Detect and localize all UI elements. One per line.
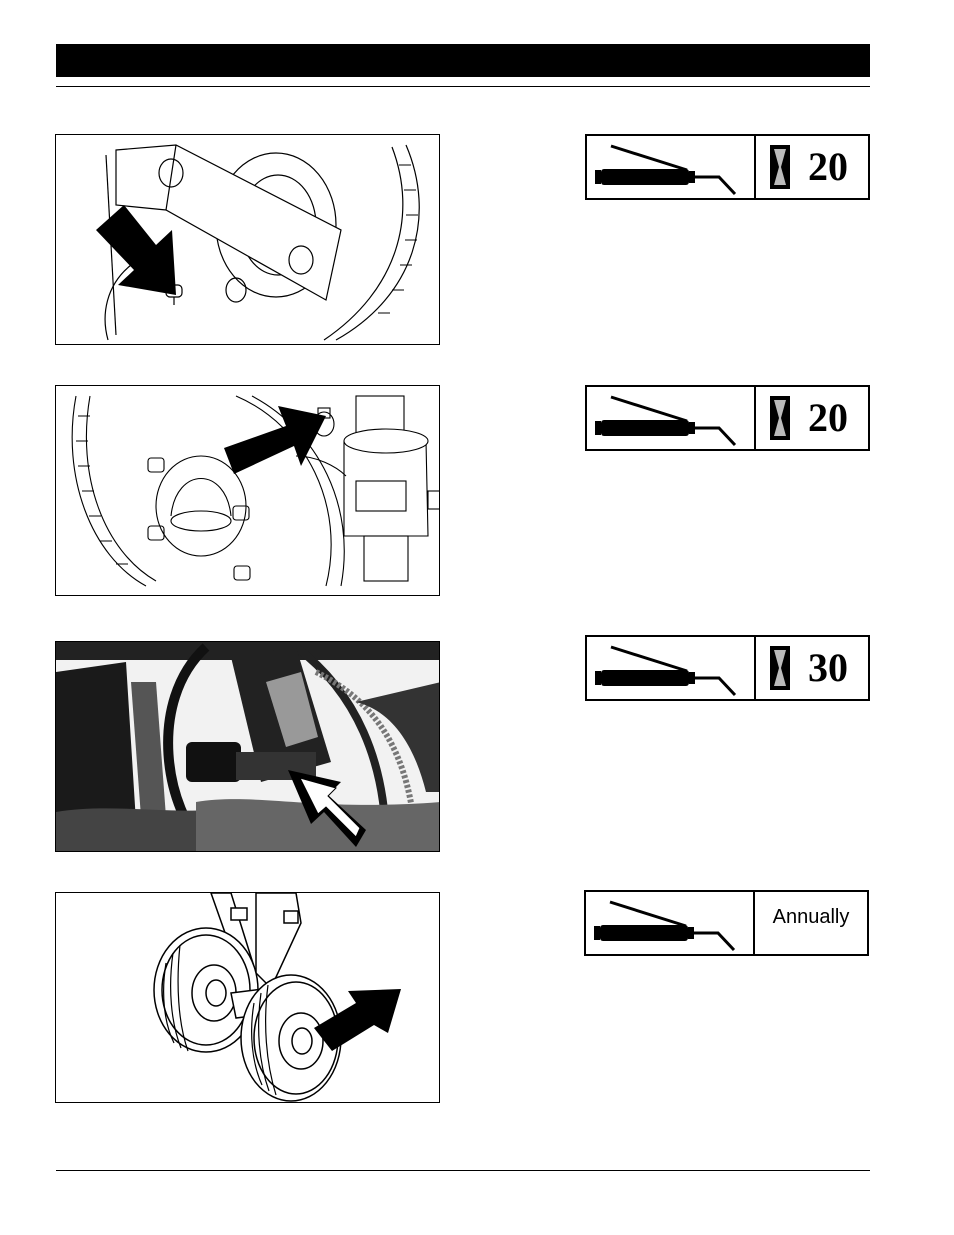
header-bar <box>56 44 870 77</box>
interval-value: 20 <box>808 142 848 192</box>
hourglass-icon <box>770 646 790 695</box>
grease-gun-icon <box>586 892 755 954</box>
lube-badge-4: Annually <box>584 890 869 956</box>
figure-gauge-wheels <box>55 892 440 1103</box>
lube-badge-2: 20 <box>585 385 870 451</box>
hourglass-icon <box>770 145 790 194</box>
lube-badge-3: 30 <box>585 635 870 701</box>
interval-value: 20 <box>808 393 848 443</box>
lube-badge-1: 20 <box>585 134 870 200</box>
figure-disc-hub-fitting <box>55 134 440 345</box>
arrow-icon <box>96 205 176 295</box>
grease-gun-icon <box>587 637 756 699</box>
grease-gun-icon <box>587 136 756 198</box>
header-rule <box>56 86 870 87</box>
footer-rule <box>56 1170 870 1171</box>
grease-gun-icon <box>587 387 756 449</box>
interval-value: Annually <box>755 906 867 929</box>
figure-gauge-wheel-pivot <box>55 385 440 596</box>
interval-value: 30 <box>808 643 848 693</box>
hourglass-icon <box>770 396 790 445</box>
figure-photo-fitting <box>55 641 440 852</box>
